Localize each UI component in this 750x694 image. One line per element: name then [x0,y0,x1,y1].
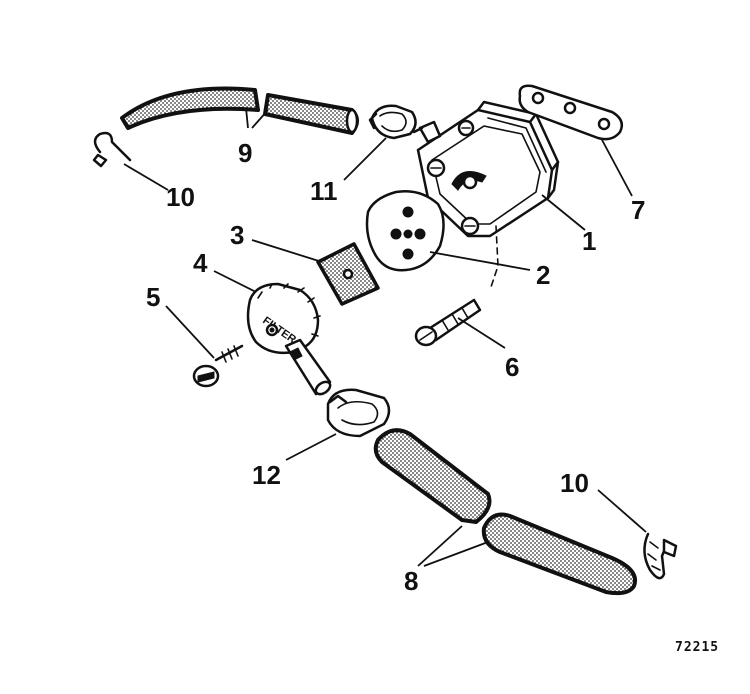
fuel-pump-body [412,100,560,291]
callout-11: 11 [310,176,338,206]
figure-number: 72215 [675,640,719,655]
filter-screen [316,242,380,306]
callout-10-upper: 10 [166,182,195,212]
callout-10-lower: 10 [560,468,589,498]
callout-4: 4 [193,248,208,278]
hose-clamp-11 [368,104,417,140]
callout-5: 5 [146,282,160,312]
lower-fuel-hose-upper [373,428,492,524]
pump-mounting-screw [414,298,482,347]
upper-fuel-hose-left [120,86,260,130]
upper-fuel-hose-right [263,93,359,135]
diaphragm-plate [365,190,445,272]
leader-lines [123,107,647,567]
hose-clamp-lower-right [643,532,678,580]
mounting-gasket [518,84,623,141]
callout-7: 7 [631,195,645,225]
lower-fuel-hose-lower [481,512,637,596]
filter-bowl: FILTER [246,282,332,396]
hose-clamp-12 [326,388,391,438]
callout-6: 6 [505,352,519,382]
callout-9: 9 [238,138,252,168]
filter-mounting-screw [192,344,244,388]
callout-2: 2 [536,260,550,290]
callout-1: 1 [582,226,596,256]
callout-8: 8 [404,566,418,596]
hose-clamp-upper-left [92,131,132,168]
callout-12: 12 [252,460,281,490]
callout-3: 3 [230,220,244,250]
